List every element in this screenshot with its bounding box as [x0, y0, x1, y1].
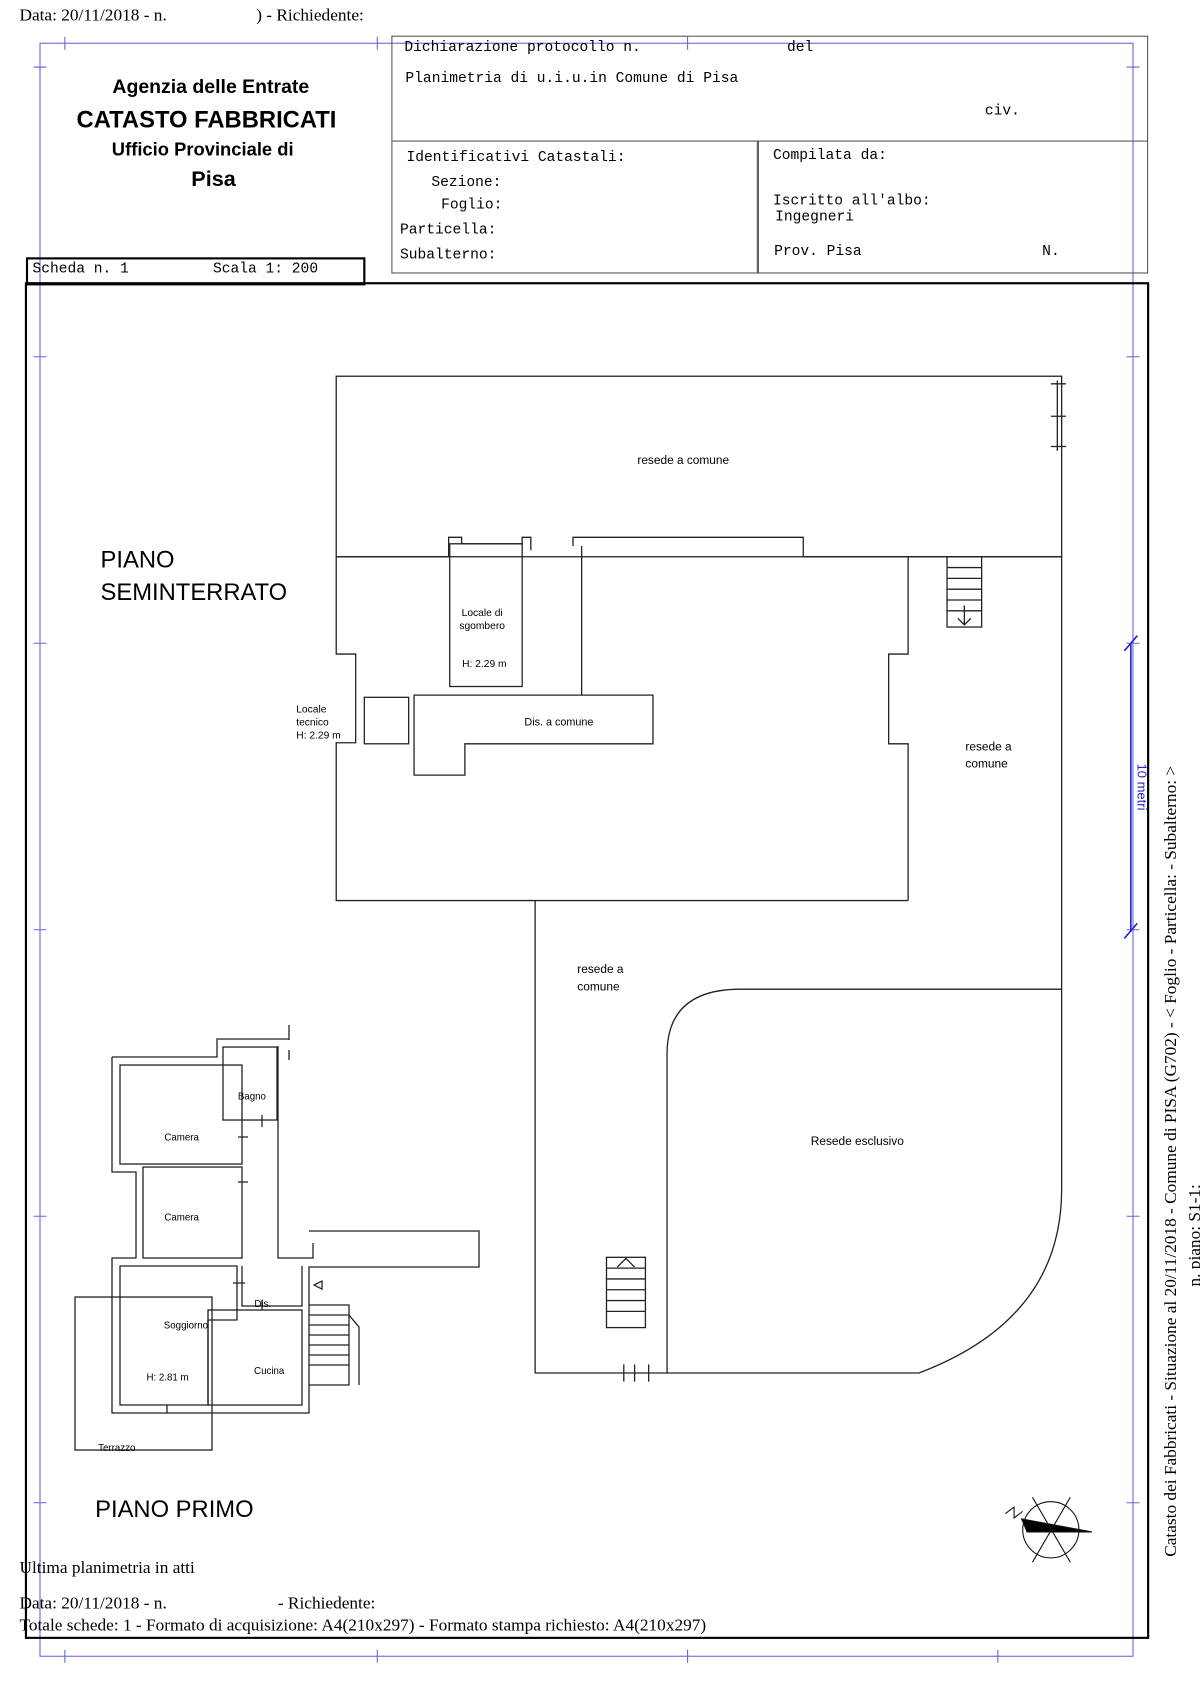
identifiers-box: [391, 140, 759, 274]
agency-ufficio: Ufficio Provinciale di: [111, 139, 294, 161]
identificativi-label: Identificativi Catastali:: [406, 150, 626, 167]
footer-data: Data: 20/11/2018 - n.: [19, 1594, 167, 1614]
protocol-box: [391, 35, 1149, 142]
label-resede-top: resede a comune: [637, 453, 729, 467]
scheda-box: [25, 257, 366, 286]
label-terrazzo: Terrazzo: [98, 1443, 135, 1454]
label-camera-1: Camera: [164, 1133, 199, 1144]
particella-label: Particella:: [400, 222, 497, 239]
label-cucina: Cucina: [254, 1366, 285, 1377]
foglio-label: Foglio:: [441, 197, 503, 215]
scale-bar: [1123, 635, 1138, 939]
label-dis: Dis.: [254, 1299, 271, 1310]
protocollo-label: Dichiarazione protocollo n.: [404, 40, 641, 57]
label-tecnico-2: tecnico: [296, 717, 329, 728]
del-label: del: [787, 40, 814, 57]
side-caption-line2: n. piano: S1-1;: [1185, 1184, 1200, 1287]
agency-name: Agenzia delle Entrate: [112, 75, 310, 98]
scheda-label: Scheda n. 1: [32, 261, 129, 278]
label-tecnico: Locale: [296, 704, 327, 715]
label-soggiorno: Soggiorno: [164, 1321, 208, 1332]
plan-frame: [24, 282, 1150, 1639]
prov-label: Prov. Pisa: [774, 244, 862, 261]
sezione-label: Sezione:: [431, 175, 502, 192]
label-sgombero: Locale di: [462, 608, 503, 619]
print-frame: [33, 36, 1140, 1663]
footer-ultima: Ultima planimetria in atti: [19, 1558, 195, 1578]
footer-richiedente: - Richiedente:: [277, 1594, 376, 1614]
albo-value: Ingegneri: [775, 209, 854, 226]
first-floor-plan: [74, 1025, 480, 1451]
agency-city: Pisa: [191, 167, 236, 192]
footer-totale: Totale schede: 1 - Formato di acquisizio…: [19, 1616, 707, 1635]
subalterno-label: Subalterno:: [400, 247, 497, 264]
n-label: N.: [1042, 244, 1060, 261]
side-caption: Catasto dei Fabbricati - Situazione al 2…: [1160, 766, 1200, 1557]
label-bagno: Bagno: [238, 1091, 266, 1102]
top-richiedente: ) - Richiedente:: [256, 6, 364, 25]
label-resede-mid: resede a: [577, 962, 624, 976]
label-dis-comune: Dis. a comune: [524, 716, 593, 728]
label-resede-right: resede a: [965, 739, 1012, 753]
label-soggiorno-height: H: 2.81 m: [147, 1373, 189, 1384]
compilata-label: Compilata da:: [772, 148, 887, 165]
basement-floor-plan: [335, 375, 1066, 1382]
compiler-box: [756, 140, 1149, 274]
label-camera-2: Camera: [164, 1213, 199, 1224]
label-resede-mid-2: comune: [577, 979, 620, 993]
scala-label: Scala 1: 200: [212, 261, 319, 278]
floor-title-basement-2: SEMINTERRATO: [101, 579, 288, 606]
label-resede-right-2: comune: [965, 757, 1008, 771]
side-caption-line1: Catasto dei Fabbricati - Situazione al 2…: [1162, 765, 1181, 1557]
planimetria-label: Planimetria di u.i.u.in Comune di Pisa: [405, 71, 739, 88]
floor-title-basement: PIANO: [101, 547, 175, 574]
label-resede-esclusivo: Resede esclusivo: [811, 1134, 904, 1148]
agency-catasto: CATASTO FABBRICATI: [76, 105, 337, 133]
label-sgombero-height: H: 2.29 m: [462, 659, 507, 670]
top-data: Data: 20/11/2018 - n.: [19, 6, 167, 25]
scale-bar-label: 10 metri: [1134, 764, 1149, 811]
plan-labels: resede a comune Locale di sgombero H: 2.…: [95, 453, 1149, 1523]
north-arrow-icon: [1005, 1497, 1093, 1563]
label-tecnico-height: H: 2.29 m: [296, 730, 341, 741]
floor-title-first: PIANO PRIMO: [95, 1496, 253, 1523]
iscritto-label: Iscritto all'albo:: [772, 193, 931, 210]
civ-label: civ.: [984, 103, 1020, 121]
label-sgombero-2: sgombero: [459, 621, 505, 632]
